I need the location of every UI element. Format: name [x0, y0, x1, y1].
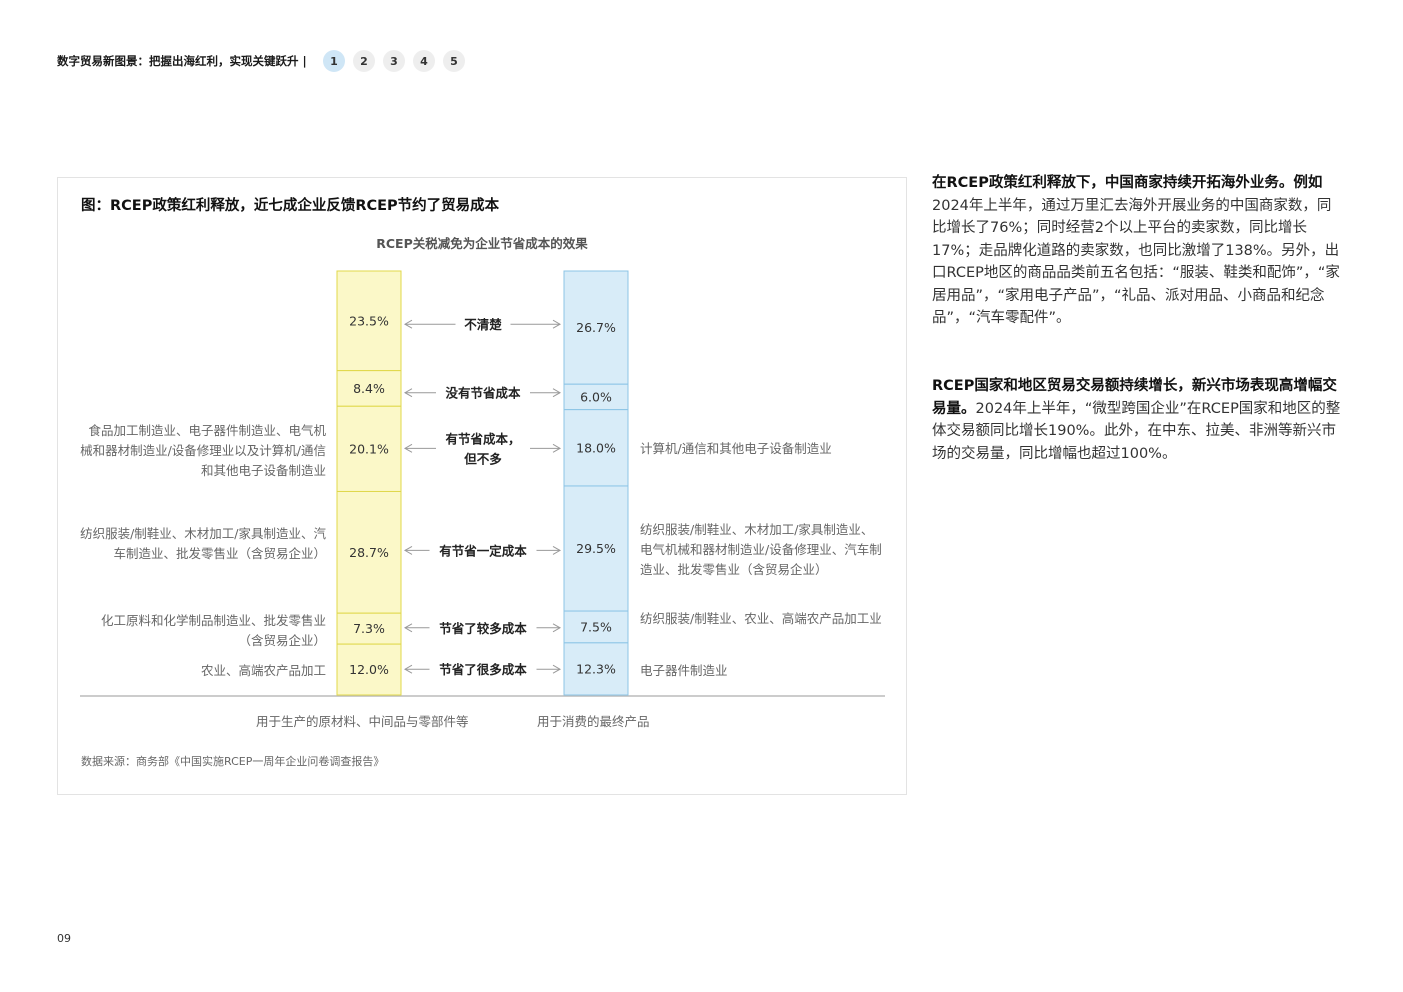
bar-value-label: 6.0%	[580, 389, 612, 404]
paragraph-2-lead: RCEP国家和地区贸易交易额持续增长，新兴市场表现高增幅交易量。	[932, 378, 1337, 417]
arrowhead-right	[552, 664, 562, 674]
paragraph-2-body: 2024年上半年，“微型跨国企业”在RCEP国家和地区的整体交易额同比增长190…	[932, 400, 1341, 462]
right-note-some-savings: 计算机/通信和其他电子设备制造业	[640, 441, 832, 456]
bar-value-label: 18.0%	[576, 440, 616, 455]
data-source-note: 数据来源：商务部《中国实施RCEP一周年企业问卷调查报告》	[81, 755, 385, 768]
arrowhead-left	[403, 388, 413, 398]
category-label: 但不多	[463, 451, 502, 466]
chart-title: RCEP关税减免为企业节省成本的效果	[376, 236, 588, 251]
category-label: 有节省一定成本	[439, 543, 527, 558]
arrowhead-left	[403, 443, 413, 453]
category-label: 有节省成本，	[445, 431, 520, 446]
page-navigation: 1 2 3 4 5	[323, 50, 465, 72]
bar-value-label: 12.3%	[576, 661, 616, 676]
arrowhead-right	[552, 388, 562, 398]
bar-segment	[563, 383, 629, 411]
paragraph-trade-growth: RCEP国家和地区贸易交易额持续增长，新兴市场表现高增幅交易量。2024年上半年…	[932, 375, 1342, 465]
bar-segment	[336, 643, 402, 696]
right-note-moderate-savings: 纺织服装/制鞋业、木材加工/家具制造业、电气机械和器材制造业/设备修理业、汽车制…	[640, 522, 882, 577]
bar-value-label: 12.0%	[349, 662, 389, 677]
left-note-most-savings: 农业、高端农产品加工	[200, 663, 326, 678]
bar-value-label: 28.7%	[349, 545, 389, 560]
figure-title: 图：RCEP政策红利释放，近七成企业反馈RCEP节约了贸易成本	[81, 198, 500, 214]
series-caption-intermediate-goods: 用于生产的原材料、中间品与零部件等	[256, 714, 469, 729]
bar-value-label: 8.4%	[353, 381, 385, 396]
arrowhead-left	[403, 664, 413, 674]
bar-segment	[336, 370, 402, 407]
category-label: 节省了很多成本	[439, 662, 527, 677]
bar-value-label: 20.1%	[349, 441, 389, 456]
bar-value-label: 23.5%	[349, 313, 389, 328]
page-nav-4[interactable]: 4	[413, 50, 435, 72]
bar-segment	[563, 642, 629, 696]
bar-value-label: 26.7%	[576, 320, 616, 335]
bar-segment	[563, 485, 629, 612]
arrowhead-right	[552, 545, 562, 555]
bar-segment	[336, 270, 402, 372]
right-note-more-savings: 纺织服装/制鞋业、农业、高端农产品加工业	[640, 611, 882, 626]
series-caption-final-products: 用于消费的最终产品	[537, 714, 650, 729]
arrowhead-left	[403, 545, 413, 555]
left-note-moderate-savings: 纺织服装/制鞋业、木材加工/家具制造业、汽车制造业、批发零售业（含贸易企业）	[80, 526, 326, 561]
left-note-some-savings: 食品加工制造业、电子器件制造业、电气机械和器材制造业/设备修理业以及计算机/通信…	[80, 423, 326, 478]
arrowhead-right	[552, 319, 562, 329]
bar-value-label: 7.3%	[353, 621, 385, 636]
bar-segment	[336, 490, 402, 614]
paragraph-overseas-expansion: 在RCEP政策红利释放下，中国商家持续开拓海外业务。例如 2024年上半年，通过万…	[932, 172, 1342, 330]
category-label: 节省了较多成本	[439, 621, 527, 636]
page-nav-1[interactable]: 1	[323, 50, 345, 72]
page-nav-2[interactable]: 2	[353, 50, 375, 72]
arrowhead-right	[552, 443, 562, 453]
page-nav-5[interactable]: 5	[443, 50, 465, 72]
arrowhead-right	[552, 623, 562, 633]
document-header-title: 数字贸易新图景：把握出海红利，实现关键跃升 |	[57, 54, 307, 68]
figure-frame	[57, 177, 907, 795]
left-note-more-savings: 化工原料和化学制品制造业、批发零售业（含贸易企业）	[100, 613, 326, 648]
category-label: 没有节省成本	[445, 386, 521, 401]
page-number: 09	[57, 932, 71, 945]
category-label: 不清楚	[464, 317, 502, 332]
bar-value-label: 7.5%	[580, 619, 612, 634]
page-nav-3[interactable]: 3	[383, 50, 405, 72]
paragraph-1-lead: 在RCEP政策红利释放下，中国商家持续开拓海外业务。例如	[932, 175, 1323, 191]
paragraph-1-body: 2024年上半年，通过万里汇去海外开展业务的中国商家数，同比增长了76%；同时经…	[932, 197, 1340, 327]
arrowhead-left	[403, 319, 413, 329]
right-note-most-savings: 电子器件制造业	[640, 663, 728, 678]
arrowhead-left	[403, 623, 413, 633]
bar-segment	[563, 270, 629, 385]
bar-value-label: 29.5%	[576, 541, 616, 556]
